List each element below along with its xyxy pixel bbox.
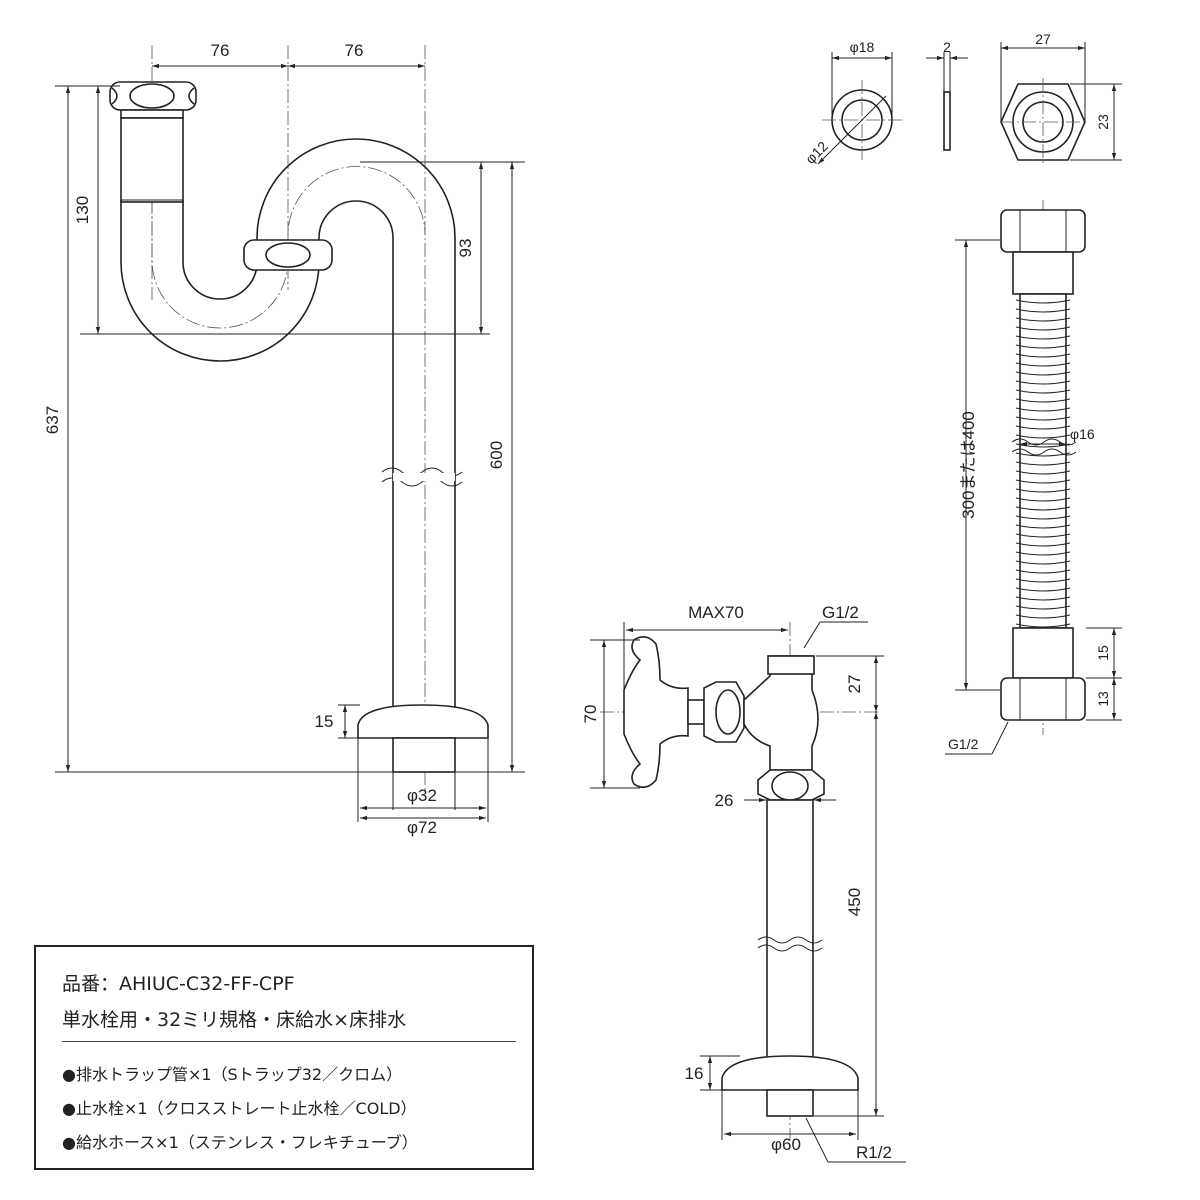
- washer-drawing: φ18 φ12: [802, 39, 902, 167]
- trap-flange-thickness-label: 15: [315, 712, 334, 731]
- washer-outer-dia-label: φ18: [850, 39, 875, 55]
- trap-height-total-label: 637: [43, 406, 62, 434]
- hose-drawing: 300または400 φ16 15 13 G1/2: [945, 200, 1122, 755]
- washer-inner-dia-label: φ12: [802, 138, 831, 167]
- washer-thickness-label: 2: [943, 39, 951, 55]
- valve-bottom-thread-label: R1/2: [856, 1143, 892, 1162]
- hose-fitting-length-label: 15: [1095, 645, 1111, 661]
- trap-height-trap-label: 130: [73, 196, 92, 224]
- nut-width-label: 27: [1035, 31, 1051, 47]
- hose-corrugation: [1015, 293, 1071, 629]
- trap-bend-nut: [243, 239, 333, 271]
- spec-divider: [62, 1041, 516, 1042]
- product-subtitle: 単水栓用・32ミリ規格・床給水×床排水: [62, 1009, 407, 1031]
- trap-height-bend-label: 93: [456, 239, 475, 258]
- trap-height-pipe-label: 600: [487, 441, 506, 469]
- trap-width-right-label: 76: [345, 41, 364, 60]
- spec-item-trap: ●排水トラップ管×1（Sトラップ32／クロム）: [62, 1065, 403, 1084]
- valve-flange-dia-label: φ60: [771, 1135, 801, 1154]
- trap-width-left-label: 76: [211, 41, 230, 60]
- s-trap-drawing: 76 76 130 637 93 600 15 φ32 φ72: [43, 41, 525, 837]
- hex-nut-drawing: 27 23: [1000, 31, 1122, 166]
- valve-body-dia-label: 26: [715, 791, 734, 810]
- valve-pipe-length-label: 450: [845, 888, 864, 916]
- trap-top-nut: [109, 81, 197, 111]
- valve-top-height-label: 27: [845, 675, 864, 694]
- washer-side-drawing: 2: [926, 39, 968, 151]
- spec-item-valve: ●止水栓×1（クロスストレート止水栓／COLD）: [62, 1099, 417, 1118]
- valve-top-thread-label: G1/2: [822, 603, 859, 622]
- hose-dia-label: φ16: [1070, 426, 1095, 442]
- spec-box: 品番：AHIUC-C32-FF-CPF 単水栓用・32ミリ規格・床給水×床排水 …: [34, 945, 534, 1170]
- trap-pipe-dia-label: φ32: [407, 786, 437, 805]
- valve-flange-thickness-label: 16: [685, 1064, 704, 1083]
- valve-drawing: MAX70 G1/2 70 27 26 450 16 φ60 R1/2: [581, 603, 906, 1163]
- spec-item-hose: ●給水ホース×1（ステンレス・フレキチューブ）: [62, 1133, 418, 1152]
- hose-nut-length-label: 13: [1095, 691, 1111, 707]
- product-code: 品番：AHIUC-C32-FF-CPF: [62, 973, 295, 995]
- hose-thread-label: G1/2: [948, 736, 979, 752]
- valve-max-reach-label: MAX70: [688, 603, 744, 622]
- valve-handle-height-label: 70: [581, 705, 600, 724]
- hose-length-label: 300または400: [959, 411, 978, 519]
- cross-handle: [623, 636, 745, 788]
- trap-flange-dia-label: φ72: [407, 818, 437, 837]
- nut-height-label: 23: [1095, 114, 1111, 130]
